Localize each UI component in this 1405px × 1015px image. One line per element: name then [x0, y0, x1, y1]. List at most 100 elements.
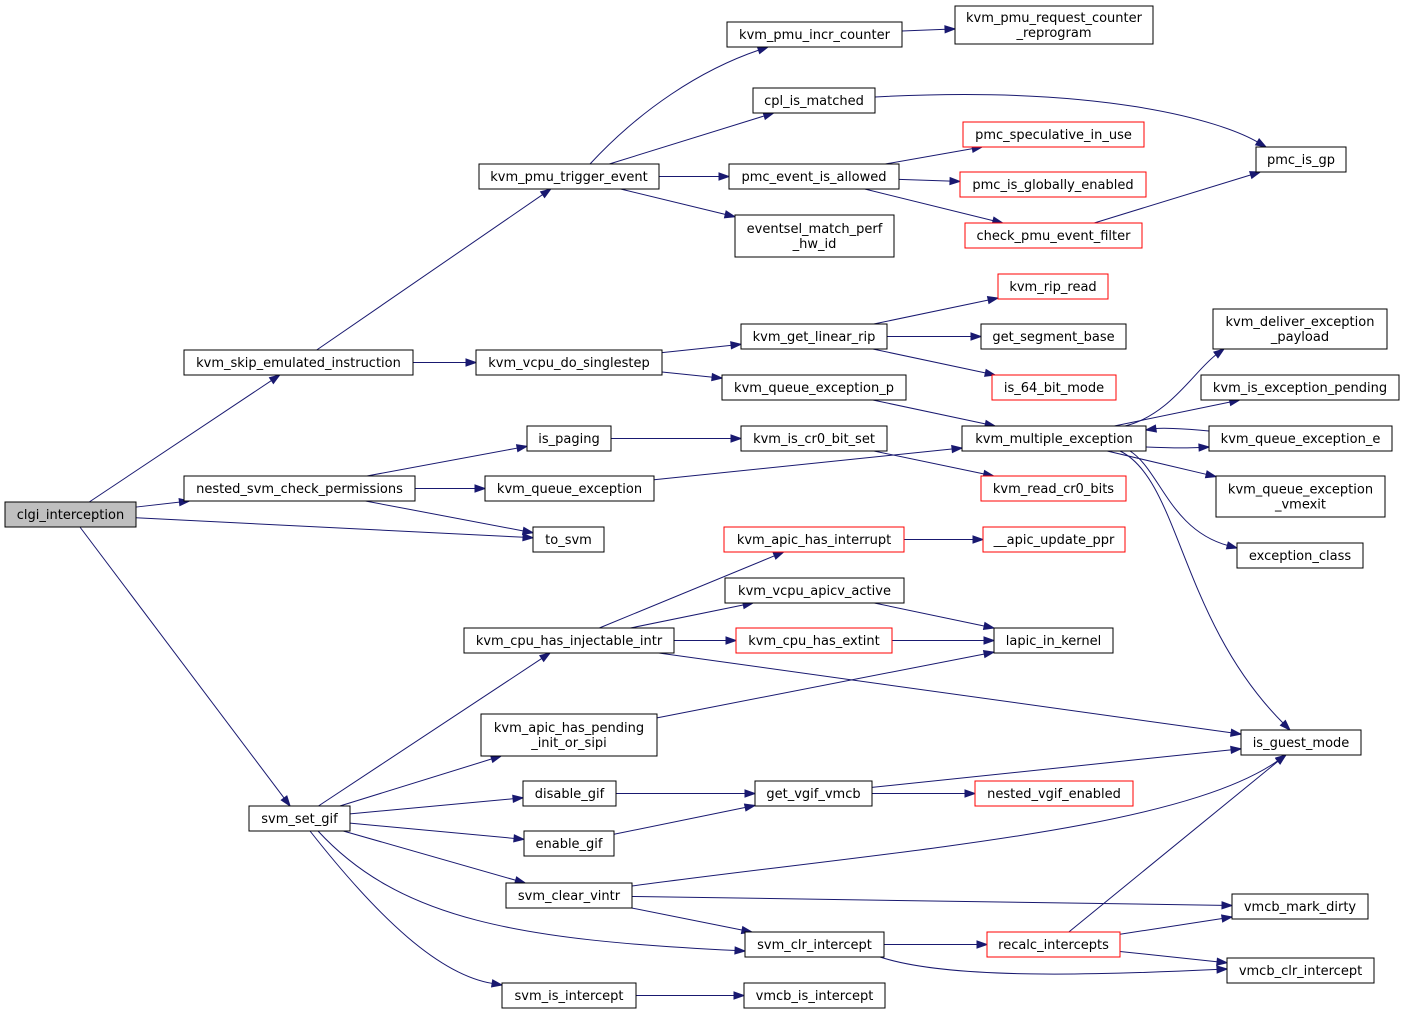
- node-clgi_interception[interactable]: clgi_interception: [4, 501, 137, 528]
- node-box[interactable]: [484, 475, 655, 502]
- node-kvm_queue_exception[interactable]: kvm_queue_exception: [484, 475, 655, 502]
- node-box[interactable]: [962, 121, 1145, 148]
- node-box[interactable]: [986, 931, 1121, 958]
- node-kvm_pmu_request_counter_reprogram[interactable]: kvm_pmu_request_counter_reprogram: [954, 5, 1154, 45]
- node-box[interactable]: [480, 713, 658, 757]
- node-kvm_cpu_has_injectable_intr[interactable]: kvm_cpu_has_injectable_intr: [463, 627, 675, 654]
- node-box[interactable]: [726, 21, 903, 48]
- node-svm_clr_intercept[interactable]: svm_clr_intercept: [744, 931, 885, 958]
- node-kvm_skip_emulated_instruction[interactable]: kvm_skip_emulated_instruction: [183, 349, 414, 376]
- node-box[interactable]: [522, 780, 617, 807]
- node-box[interactable]: [752, 87, 876, 114]
- node-box[interactable]: [728, 163, 900, 190]
- node-to_svm[interactable]: to_svm: [532, 526, 605, 553]
- node-pmc_event_is_allowed[interactable]: pmc_event_is_allowed: [728, 163, 900, 190]
- node-box[interactable]: [4, 501, 137, 528]
- node-kvm_queue_exception_vmexit[interactable]: kvm_queue_exception_vmexit: [1215, 475, 1386, 518]
- node-box[interactable]: [721, 374, 907, 401]
- node-box[interactable]: [505, 882, 633, 909]
- node-box[interactable]: [734, 214, 895, 258]
- node-kvm_pmu_incr_counter[interactable]: kvm_pmu_incr_counter: [726, 21, 903, 48]
- node-lapic_in_kernel[interactable]: lapic_in_kernel: [993, 627, 1114, 654]
- node-box[interactable]: [532, 526, 605, 553]
- node-pmc_speculative_in_use[interactable]: pmc_speculative_in_use: [962, 121, 1145, 148]
- node-box[interactable]: [723, 526, 905, 553]
- node-kvm_get_linear_rip[interactable]: kvm_get_linear_rip: [740, 323, 888, 350]
- node-kvm_vcpu_do_singlestep[interactable]: kvm_vcpu_do_singlestep: [475, 349, 663, 376]
- node-box[interactable]: [183, 475, 416, 502]
- node-kvm_apic_has_interrupt[interactable]: kvm_apic_has_interrupt: [723, 526, 905, 553]
- node-box[interactable]: [743, 982, 886, 1009]
- node-is_paging[interactable]: is_paging: [526, 425, 612, 452]
- node-box[interactable]: [1231, 893, 1369, 920]
- node-box[interactable]: [740, 425, 888, 452]
- node-box[interactable]: [1200, 374, 1400, 401]
- node-check_pmu_event_filter[interactable]: check_pmu_event_filter: [964, 222, 1143, 249]
- node-get_segment_base[interactable]: get_segment_base: [980, 323, 1127, 350]
- node-box[interactable]: [744, 931, 885, 958]
- node-box[interactable]: [523, 830, 615, 857]
- node-box[interactable]: [754, 780, 873, 807]
- node-eventsel_match_perf_hw_id[interactable]: eventsel_match_perf_hw_id: [734, 214, 895, 258]
- node-kvm_apic_has_pending_init_or_sipi[interactable]: kvm_apic_has_pending_init_or_sipi: [480, 713, 658, 757]
- node-kvm_cpu_has_extint[interactable]: kvm_cpu_has_extint: [735, 627, 893, 654]
- node-vmcb_is_intercept[interactable]: vmcb_is_intercept: [743, 982, 886, 1009]
- node-box[interactable]: [961, 425, 1147, 452]
- node-svm_set_gif[interactable]: svm_set_gif: [248, 805, 351, 832]
- node-box[interactable]: [980, 323, 1127, 350]
- node-cpl_is_matched[interactable]: cpl_is_matched: [752, 87, 876, 114]
- node-box[interactable]: [982, 526, 1126, 553]
- node-kvm_rip_read[interactable]: kvm_rip_read: [997, 273, 1109, 300]
- node-get_vgif_vmcb[interactable]: get_vgif_vmcb: [754, 780, 873, 807]
- node-box[interactable]: [735, 627, 893, 654]
- node-box[interactable]: [478, 163, 660, 190]
- node-kvm_is_exception_pending[interactable]: kvm_is_exception_pending: [1200, 374, 1400, 401]
- node-box[interactable]: [991, 374, 1117, 401]
- node-disable_gif[interactable]: disable_gif: [522, 780, 617, 807]
- node-is_guest_mode[interactable]: is_guest_mode: [1240, 729, 1362, 756]
- node-box[interactable]: [1236, 542, 1364, 569]
- node-recalc_intercepts[interactable]: recalc_intercepts: [986, 931, 1121, 958]
- node-box[interactable]: [526, 425, 612, 452]
- node-kvm_queue_exception_e[interactable]: kvm_queue_exception_e: [1208, 425, 1393, 452]
- node-kvm_is_cr0_bit_set[interactable]: kvm_is_cr0_bit_set: [740, 425, 888, 452]
- node-box[interactable]: [1240, 729, 1362, 756]
- node-svm_clear_vintr[interactable]: svm_clear_vintr: [505, 882, 633, 909]
- node-kvm_pmu_trigger_event[interactable]: kvm_pmu_trigger_event: [478, 163, 660, 190]
- node-box[interactable]: [993, 627, 1114, 654]
- node-kvm_read_cr0_bits[interactable]: kvm_read_cr0_bits: [980, 475, 1127, 502]
- node-box[interactable]: [1255, 146, 1347, 173]
- node-box[interactable]: [248, 805, 351, 832]
- node-box[interactable]: [463, 627, 675, 654]
- node-apic_update_ppr[interactable]: __apic_update_ppr: [982, 526, 1126, 553]
- node-kvm_multiple_exception[interactable]: kvm_multiple_exception: [961, 425, 1147, 452]
- node-svm_is_intercept[interactable]: svm_is_intercept: [501, 982, 637, 1009]
- node-box[interactable]: [1226, 957, 1375, 984]
- node-box[interactable]: [974, 780, 1134, 807]
- node-box[interactable]: [740, 323, 888, 350]
- node-vmcb_mark_dirty[interactable]: vmcb_mark_dirty: [1231, 893, 1369, 920]
- node-box[interactable]: [980, 475, 1127, 502]
- node-pmc_is_gp[interactable]: pmc_is_gp: [1255, 146, 1347, 173]
- node-kvm_queue_exception_p[interactable]: kvm_queue_exception_p: [721, 374, 907, 401]
- node-nested_vgif_enabled[interactable]: nested_vgif_enabled: [974, 780, 1134, 807]
- node-kvm_deliver_exception_payload[interactable]: kvm_deliver_exception_payload: [1212, 308, 1388, 350]
- node-exception_class[interactable]: exception_class: [1236, 542, 1364, 569]
- node-box[interactable]: [997, 273, 1109, 300]
- node-box[interactable]: [954, 5, 1154, 45]
- node-box[interactable]: [959, 171, 1147, 198]
- node-box[interactable]: [501, 982, 637, 1009]
- node-box[interactable]: [183, 349, 414, 376]
- node-box[interactable]: [1215, 475, 1386, 518]
- node-vmcb_clr_intercept[interactable]: vmcb_clr_intercept: [1226, 957, 1375, 984]
- node-box[interactable]: [964, 222, 1143, 249]
- node-box[interactable]: [475, 349, 663, 376]
- node-pmc_is_globally_enabled[interactable]: pmc_is_globally_enabled: [959, 171, 1147, 198]
- node-is_64_bit_mode[interactable]: is_64_bit_mode: [991, 374, 1117, 401]
- node-box[interactable]: [724, 577, 905, 604]
- node-box[interactable]: [1208, 425, 1393, 452]
- node-kvm_vcpu_apicv_active[interactable]: kvm_vcpu_apicv_active: [724, 577, 905, 604]
- node-nested_svm_check_permissions[interactable]: nested_svm_check_permissions: [183, 475, 416, 502]
- node-box[interactable]: [1212, 308, 1388, 350]
- node-enable_gif[interactable]: enable_gif: [523, 830, 615, 857]
